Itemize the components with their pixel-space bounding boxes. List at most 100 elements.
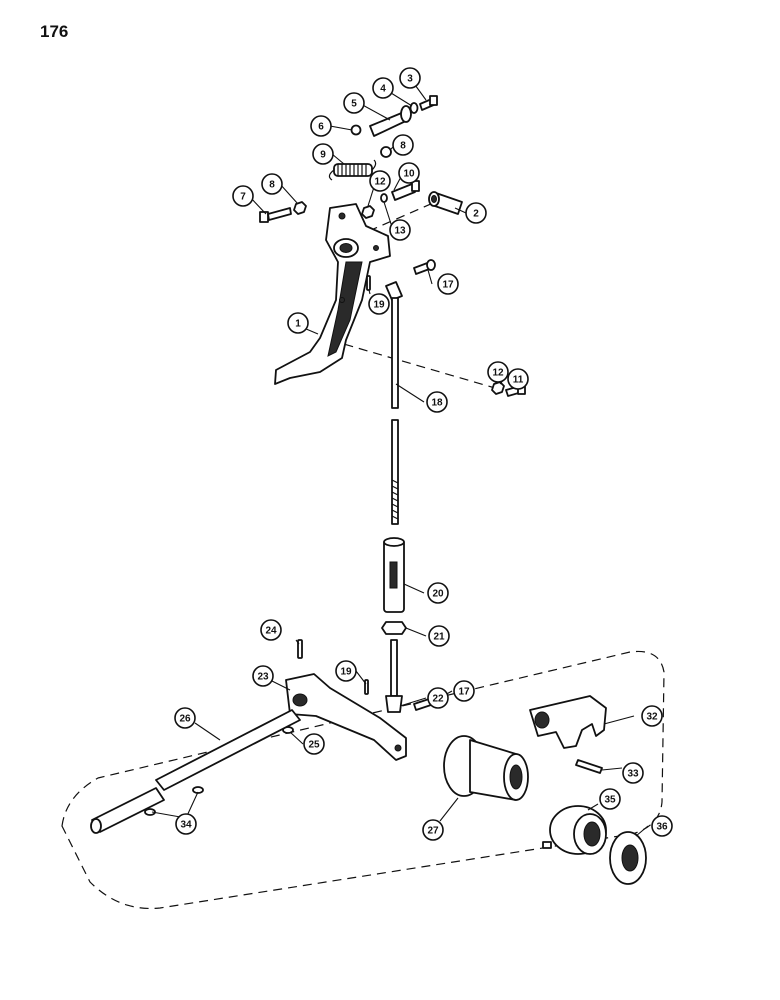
callout-c11: 11 bbox=[507, 368, 529, 390]
callout-c18: 18 bbox=[426, 391, 448, 413]
callout-number: 27 bbox=[427, 826, 439, 837]
pedal-to-bolt-line bbox=[329, 339, 496, 389]
lower-assembly-boundary bbox=[61, 650, 665, 910]
callout-number: 33 bbox=[627, 769, 639, 780]
callout-c26: 26 bbox=[174, 707, 196, 729]
callout-circle bbox=[426, 391, 448, 413]
spring-coil-lines bbox=[337, 164, 367, 176]
rod-upper-section bbox=[391, 297, 399, 409]
clevis-rod-shank bbox=[390, 639, 398, 697]
callout-circle bbox=[389, 219, 411, 241]
cap-screw-10 bbox=[391, 183, 416, 201]
callout-circle bbox=[310, 115, 332, 137]
rod-lower-section bbox=[391, 419, 399, 525]
rod-clevis-top bbox=[385, 281, 403, 301]
callout-number: 25 bbox=[308, 740, 320, 751]
callout-number: 11 bbox=[513, 375, 524, 386]
release-bearing bbox=[542, 805, 607, 855]
callout-number: 18 bbox=[431, 398, 443, 409]
bearing-race-bore bbox=[621, 844, 639, 872]
return-spring bbox=[328, 159, 377, 181]
callout-circle bbox=[252, 665, 274, 687]
clevis-rod-yoke bbox=[385, 695, 403, 713]
callout-circle bbox=[399, 67, 421, 89]
cotter-pin-upper bbox=[366, 275, 371, 291]
rod-nut-12-upper bbox=[361, 205, 375, 219]
pedal-arm-shadow bbox=[327, 261, 363, 357]
cross-shaft-upper bbox=[155, 709, 301, 791]
clevis-pin-upper-head bbox=[426, 259, 436, 271]
spring-hook-left bbox=[328, 169, 335, 181]
turnbuckle-top bbox=[383, 537, 405, 547]
cotter-pin-lower bbox=[364, 679, 369, 695]
release-fork-bore bbox=[534, 711, 550, 729]
callout-number: 3 bbox=[407, 74, 413, 85]
callout-number: 12 bbox=[374, 177, 386, 188]
fork-pin-33 bbox=[575, 759, 603, 774]
cross-shaft-end bbox=[90, 818, 102, 834]
callout-circle bbox=[174, 707, 196, 729]
callout-c7: 7 bbox=[232, 185, 254, 207]
rod-screw-group bbox=[361, 180, 420, 219]
pivot-pin-head bbox=[400, 105, 412, 123]
callout-number: 24 bbox=[265, 626, 277, 637]
callout-circle bbox=[261, 173, 283, 195]
cross-shaft bbox=[90, 709, 301, 834]
callout-number: 22 bbox=[432, 694, 444, 705]
callout-number: 19 bbox=[340, 667, 352, 678]
callout-number: 12 bbox=[492, 368, 504, 379]
callout-circle bbox=[437, 273, 459, 295]
callout-number: 21 bbox=[433, 632, 445, 643]
callout-number: 9 bbox=[320, 150, 326, 161]
callout-circle bbox=[622, 762, 644, 784]
callout-c36: 36 bbox=[651, 815, 673, 837]
pedal-arm bbox=[274, 203, 391, 385]
carrier-tube-bore bbox=[509, 764, 523, 790]
bushing-bore bbox=[431, 195, 437, 203]
callout-number: 17 bbox=[442, 280, 454, 291]
callout-number: 13 bbox=[394, 226, 406, 237]
callout-circle bbox=[427, 582, 449, 604]
lower-bolt-group bbox=[491, 381, 526, 397]
turnbuckle-slot bbox=[389, 561, 398, 589]
callout-circle bbox=[287, 312, 309, 334]
lock-washer-13 bbox=[380, 193, 388, 203]
callout-number: 23 bbox=[257, 672, 269, 683]
clevis-rod bbox=[385, 639, 403, 713]
release-bearing-bore bbox=[583, 821, 601, 847]
rod-threads bbox=[391, 479, 399, 520]
pedal-hub-bore bbox=[339, 243, 353, 253]
release-lever-bore bbox=[292, 693, 308, 707]
pedal-rod-hole bbox=[373, 245, 379, 251]
callout-circle bbox=[369, 170, 391, 192]
callout-circle bbox=[428, 625, 450, 647]
callout-c23: 23 bbox=[252, 665, 274, 687]
callout-circle bbox=[335, 660, 357, 682]
callout-circle bbox=[372, 77, 394, 99]
callout-number: 6 bbox=[318, 122, 324, 133]
pivot-pin-group bbox=[369, 95, 438, 137]
callout-number: 19 bbox=[373, 300, 385, 311]
callout-circle bbox=[641, 705, 663, 727]
callout-number: 26 bbox=[179, 714, 191, 725]
jam-nut bbox=[381, 621, 407, 635]
callout-number: 35 bbox=[604, 795, 616, 806]
callout-number: 32 bbox=[646, 712, 658, 723]
spring-hook-right bbox=[371, 159, 377, 171]
callout-circle bbox=[487, 361, 509, 383]
pin-cap-screw-head bbox=[429, 95, 438, 106]
callout-circle bbox=[392, 134, 414, 156]
callout-number: 10 bbox=[403, 169, 415, 180]
callout-layer: 1234567889101112121317171819192021222324… bbox=[174, 67, 673, 841]
turnbuckle bbox=[383, 537, 405, 613]
callout-c24: 24 bbox=[260, 619, 282, 641]
callout-c35: 35 bbox=[599, 788, 621, 810]
bushing bbox=[428, 191, 463, 215]
callout-circle bbox=[232, 185, 254, 207]
callout-c6: 6 bbox=[310, 115, 332, 137]
callout-c19b: 19 bbox=[335, 660, 357, 682]
nut-6 bbox=[350, 124, 362, 136]
stop-bolt-shank bbox=[267, 207, 292, 221]
callout-c2: 2 bbox=[465, 202, 487, 224]
